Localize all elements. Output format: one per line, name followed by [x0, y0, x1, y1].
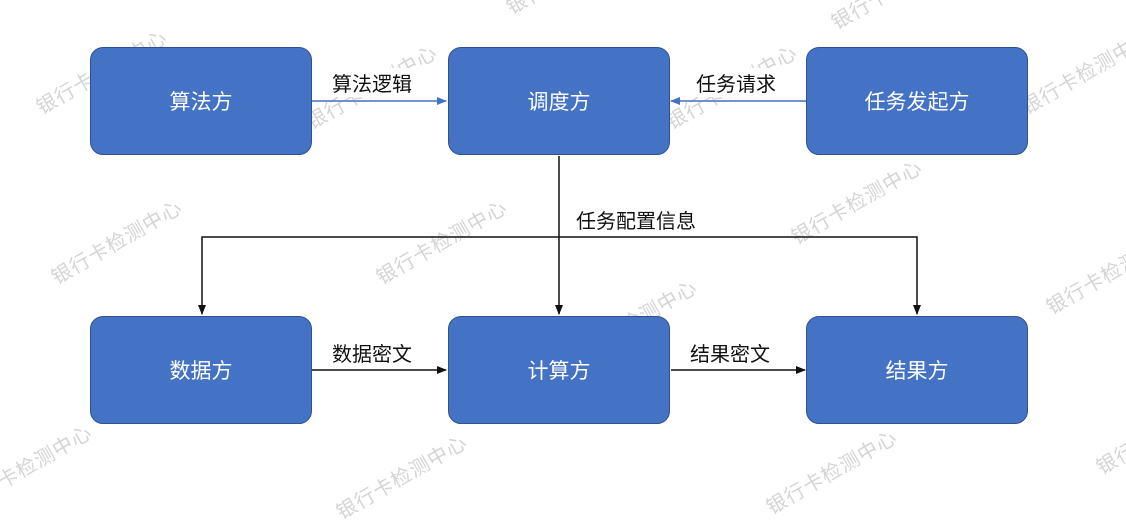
node-data: 数据方 [90, 316, 312, 424]
label-data-ciphertext: 数据密文 [330, 338, 414, 367]
label-result-ciphertext: 结果密文 [688, 338, 772, 367]
node-task-initiator: 任务发起方 [806, 47, 1028, 155]
node-scheduler: 调度方 [448, 47, 670, 155]
edge-config-to-data [202, 237, 559, 314]
label-task-config: 任务配置信息 [574, 205, 698, 234]
edge-config-to-result [559, 237, 917, 314]
node-algorithm: 算法方 [90, 47, 312, 155]
label-task-request: 任务请求 [694, 68, 778, 97]
node-result: 结果方 [806, 316, 1028, 424]
node-compute: 计算方 [448, 316, 670, 424]
label-algorithm-logic: 算法逻辑 [330, 68, 414, 97]
